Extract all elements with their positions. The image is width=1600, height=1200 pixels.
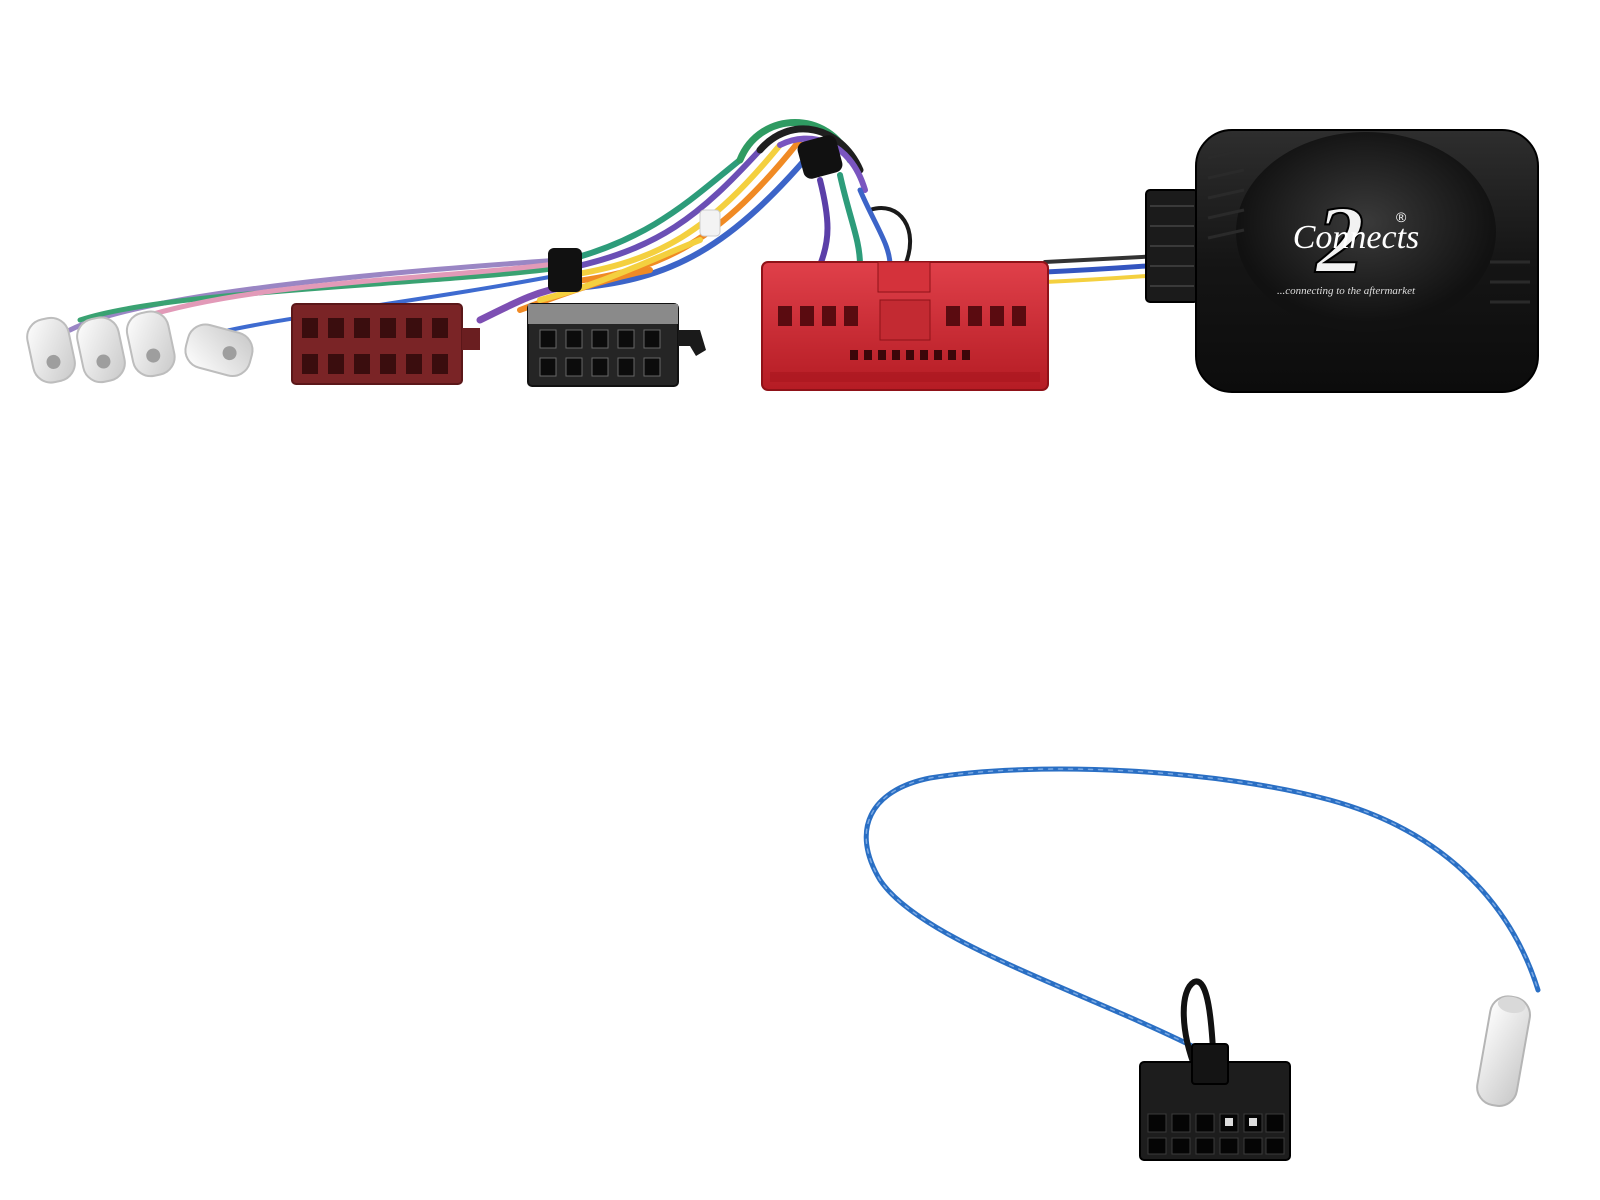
interface-module: 2 Connects ® ...connecting to the afterm… xyxy=(1145,129,1539,393)
brand-trademark: ® xyxy=(1396,209,1407,225)
patch-lead-plug xyxy=(1139,1043,1291,1161)
bullet-connector-icon xyxy=(76,316,126,384)
wire-loom xyxy=(67,119,1163,337)
brand-tagline: ...connecting to the aftermarket xyxy=(1277,285,1416,297)
brand-logo: 2 Connects ® ...connecting to the afterm… xyxy=(1277,185,1420,297)
bullet-connector-icon xyxy=(125,310,176,378)
brand-logo-number: 2 xyxy=(1314,186,1364,293)
patch-lead-bullet-connector xyxy=(1476,995,1531,1107)
bullet-connector-icon xyxy=(26,316,76,384)
iso-power-connector xyxy=(291,303,480,385)
red-vehicle-connector xyxy=(761,261,1049,391)
brand-logo-text: Connects xyxy=(1293,219,1420,256)
bullet-connectors xyxy=(26,310,254,384)
iso-speaker-connector xyxy=(527,303,706,387)
patch-lead xyxy=(863,766,1541,1073)
bullet-connector-icon xyxy=(184,323,254,378)
